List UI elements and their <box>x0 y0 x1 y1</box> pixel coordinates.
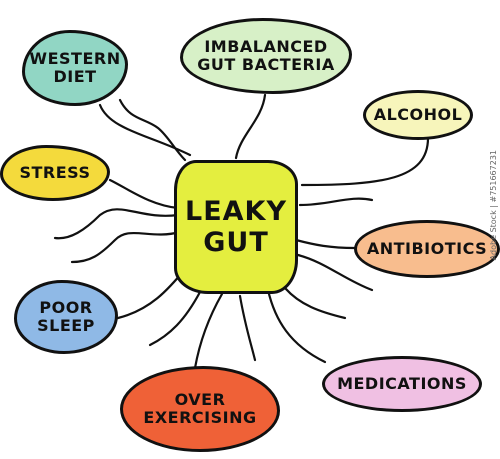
connector-over-exercising <box>193 292 224 370</box>
squiggle-tendril <box>70 230 182 264</box>
squiggle-tendril <box>298 197 374 207</box>
squiggle-tendril <box>148 290 202 347</box>
squiggle-tendril <box>296 253 374 292</box>
squiggle-tendril <box>283 286 347 320</box>
node-alcohol: ALCOHOL <box>363 90 473 140</box>
connector-imbalanced-gut-bacteria <box>234 93 267 160</box>
node-antibiotics: ANTIBIOTICS <box>354 220 500 278</box>
connector-alcohol <box>300 136 430 187</box>
squiggle-tendril <box>238 294 257 362</box>
connector-western-diet <box>98 103 192 157</box>
center-node-leaky-gut: LEAKY GUT <box>174 160 298 294</box>
node-stress: STRESS <box>0 145 110 201</box>
connector-medications <box>266 288 327 364</box>
node-poor-sleep: POOR SLEEP <box>14 280 118 354</box>
connector-stress <box>108 178 180 210</box>
connector-antibiotics <box>294 238 357 250</box>
node-western-diet: WESTERN DIET <box>22 30 128 106</box>
node-medications: MEDICATIONS <box>322 356 482 412</box>
node-imbalanced-gut-bacteria: IMBALANCED GUT BACTERIA <box>180 18 352 94</box>
squiggle-tendril <box>53 208 180 240</box>
node-over-exercising: OVER EXERCISING <box>120 366 280 452</box>
watermark-text: Adobe Stock | #751667231 <box>489 150 498 261</box>
squiggle-tendril <box>118 98 187 162</box>
